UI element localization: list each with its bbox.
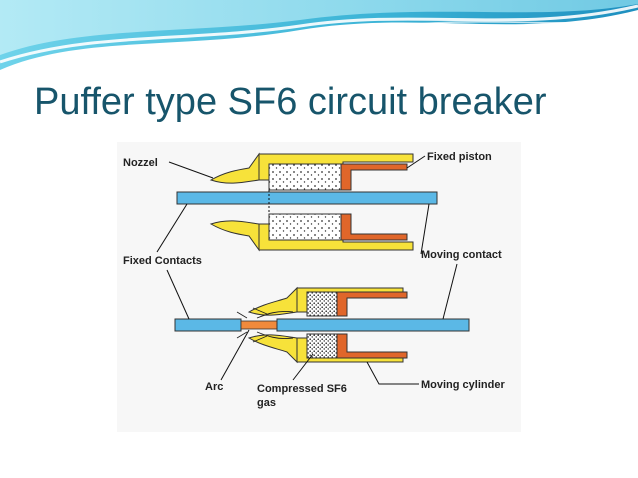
label-fixed-piston: Fixed piston [427,151,492,163]
label-moving-cylinder: Moving cylinder [421,379,505,391]
label-fixed-contacts: Fixed Contacts [123,255,202,267]
compressed-gas-upper-bottom [306,291,338,317]
arc-bottom [240,320,278,330]
header-wave-decoration [0,0,638,70]
moving-contact-rod-top [176,191,438,205]
fixed-piston-upper-bottom [336,291,408,317]
fixed-piston-upper-top [340,163,408,191]
slide-title: Puffer type SF6 circuit breaker [34,81,547,123]
gas-chamber-upper-top [268,163,342,191]
nozzle-lower-top [209,220,260,252]
gas-chamber-lower-top [268,213,342,241]
label-moving-contact: Moving contact [421,249,502,261]
diagram-labels: Nozzel Fixed piston Fixed Contacts Movin… [123,151,505,409]
moving-contact-rod-bottom [276,318,470,332]
wave-highlight [0,4,638,64]
label-compressed-sf6-line1: Compressed SF6 [257,383,347,395]
diagram-top [176,152,438,252]
label-nozzel: Nozzel [123,157,158,169]
nozzle-lower-bottom [247,334,298,364]
label-compressed-sf6-line2: gas [257,397,276,409]
diagram-bottom [174,286,470,364]
wave-shape-front [0,0,638,55]
fixed-piston-lower-bottom [336,333,408,359]
gas-flow-arrows [236,307,294,343]
label-compressed-sf6: Compressed SF6 gas [257,383,350,409]
nozzle-upper-bottom [247,286,298,316]
nozzle-upper-top [209,152,260,184]
wave-highlight-2 [39,17,638,69]
breaker-diagram-svg: Nozzel Fixed piston Fixed Contacts Movin… [123,151,505,409]
compressed-gas-lower-bottom [306,333,338,359]
fixed-contact-rod-bottom [174,318,242,332]
label-arc: Arc [205,381,223,393]
breaker-diagram: Nozzel Fixed piston Fixed Contacts Movin… [117,142,521,432]
fixed-piston-lower-top [340,213,408,241]
